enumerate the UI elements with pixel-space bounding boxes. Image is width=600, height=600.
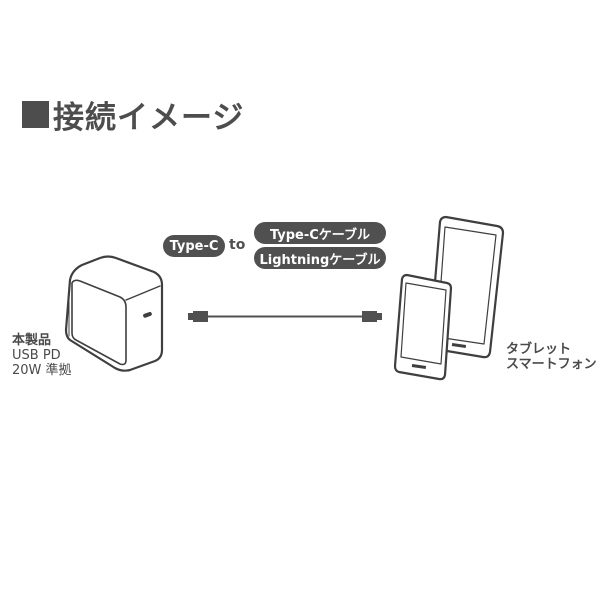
smartphone-icon bbox=[393, 273, 453, 381]
device-label-tablet: タブレット bbox=[506, 342, 572, 357]
joiner-text: to bbox=[229, 237, 246, 253]
cable-option-lightning: Lightningケーブル bbox=[254, 247, 386, 269]
cable-option-typec: Type-Cケーブル bbox=[254, 222, 386, 244]
source-connector-pill: Type-C bbox=[163, 235, 225, 257]
product-spec-1: USB PD bbox=[12, 348, 61, 363]
product-spec-2: 20W 準拠 bbox=[12, 363, 72, 378]
device-label-smartphone: スマートフォン bbox=[506, 357, 597, 372]
charger-icon bbox=[64, 255, 164, 372]
page-title: 接続イメージ bbox=[22, 92, 244, 137]
device-label: タブレット スマートフォン bbox=[506, 342, 597, 372]
page-title-text: 接続イメージ bbox=[53, 100, 245, 136]
square-bullet-icon bbox=[22, 101, 49, 128]
product-label: 本製品 USB PD 20W 準拠 bbox=[12, 333, 72, 378]
cable-icon bbox=[188, 311, 382, 322]
product-name: 本製品 bbox=[12, 333, 52, 348]
